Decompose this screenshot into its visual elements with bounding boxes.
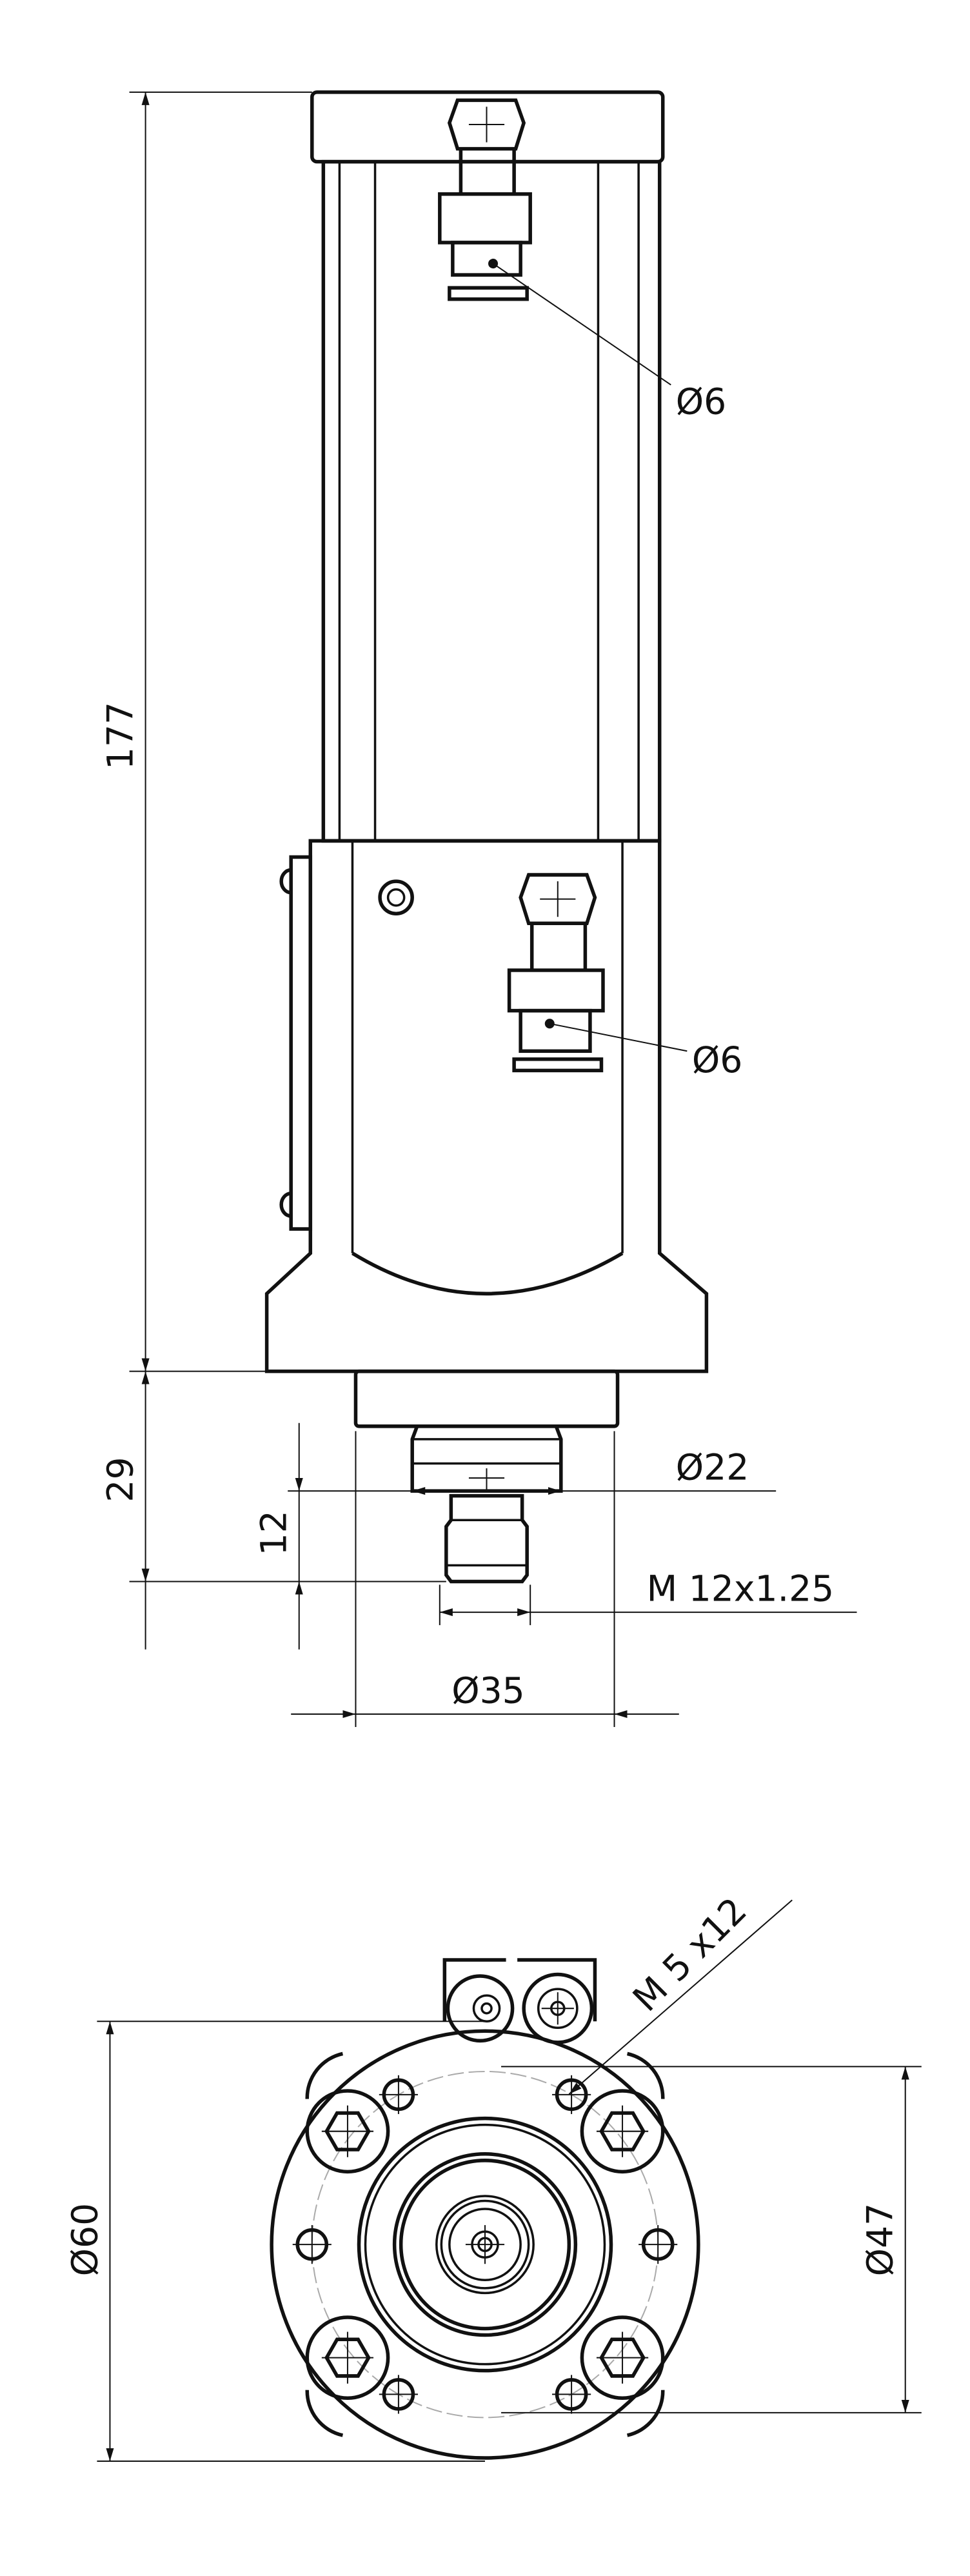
mounting-hole-icon xyxy=(552,2375,591,2414)
inner-rings xyxy=(357,2116,613,2373)
hex-bolt-icon xyxy=(305,2089,390,2174)
dimension-thread-m12-label: M 12x1.25 xyxy=(647,1569,835,1610)
mounting-hole-icon xyxy=(379,2075,418,2114)
spindle-nose xyxy=(353,1369,620,1584)
dimension-12 xyxy=(288,1423,413,1650)
screw-icon xyxy=(378,879,414,915)
dimension-177-label: 177 xyxy=(101,702,142,770)
dimension-diameter-35 xyxy=(291,1431,679,1728)
hex-bolts xyxy=(305,2089,665,2401)
dimension-diameter-35-label: Ø35 xyxy=(451,1670,525,1712)
flange-bosses xyxy=(305,2052,665,2437)
hex-bolt-icon xyxy=(580,2089,665,2174)
side-view: Ø6 Ø6 xyxy=(101,90,857,1728)
mounting-hole-icon xyxy=(379,2375,418,2414)
hose-fitting-top xyxy=(438,98,671,386)
hex-bolt-icon xyxy=(305,2315,390,2401)
hose-fitting-bottom-label: Ø6 xyxy=(692,1040,742,1081)
dimension-diameter-47 xyxy=(501,2066,922,2413)
mounting-hole-icon xyxy=(292,2225,332,2264)
fittings-top xyxy=(442,1958,597,2044)
dimension-diameter-47-label: Ø47 xyxy=(860,2203,902,2277)
dimension-177 xyxy=(129,91,312,1372)
hose-fitting-bottom xyxy=(507,873,688,1073)
hose-fitting-top-label: Ø6 xyxy=(676,382,726,423)
dimension-diameter-22-label: Ø22 xyxy=(676,1448,749,1489)
dimension-29-label: 29 xyxy=(101,1457,142,1502)
hex-bolt-icon xyxy=(580,2315,665,2401)
dimension-12-label: 12 xyxy=(254,1510,295,1555)
outer-housing-circle xyxy=(270,2029,700,2460)
dimension-thread-m12 xyxy=(439,1584,857,1626)
dimension-diameter-60 xyxy=(97,2021,486,2462)
front-view: Ø60 Ø47 M 5 x12 xyxy=(64,1890,922,2462)
mounting-hole-icon xyxy=(552,2075,591,2114)
motor-housing xyxy=(264,839,709,1373)
dimension-m5-leader xyxy=(568,1899,793,2095)
dimension-m5-label: M 5 x12 xyxy=(626,1890,755,2020)
mounting-holes xyxy=(292,2075,678,2414)
mounting-hole-icon xyxy=(638,2225,678,2264)
dimension-diameter-60-label: Ø60 xyxy=(64,2203,106,2277)
dimension-29 xyxy=(129,1371,446,1650)
top-cap xyxy=(310,90,665,164)
